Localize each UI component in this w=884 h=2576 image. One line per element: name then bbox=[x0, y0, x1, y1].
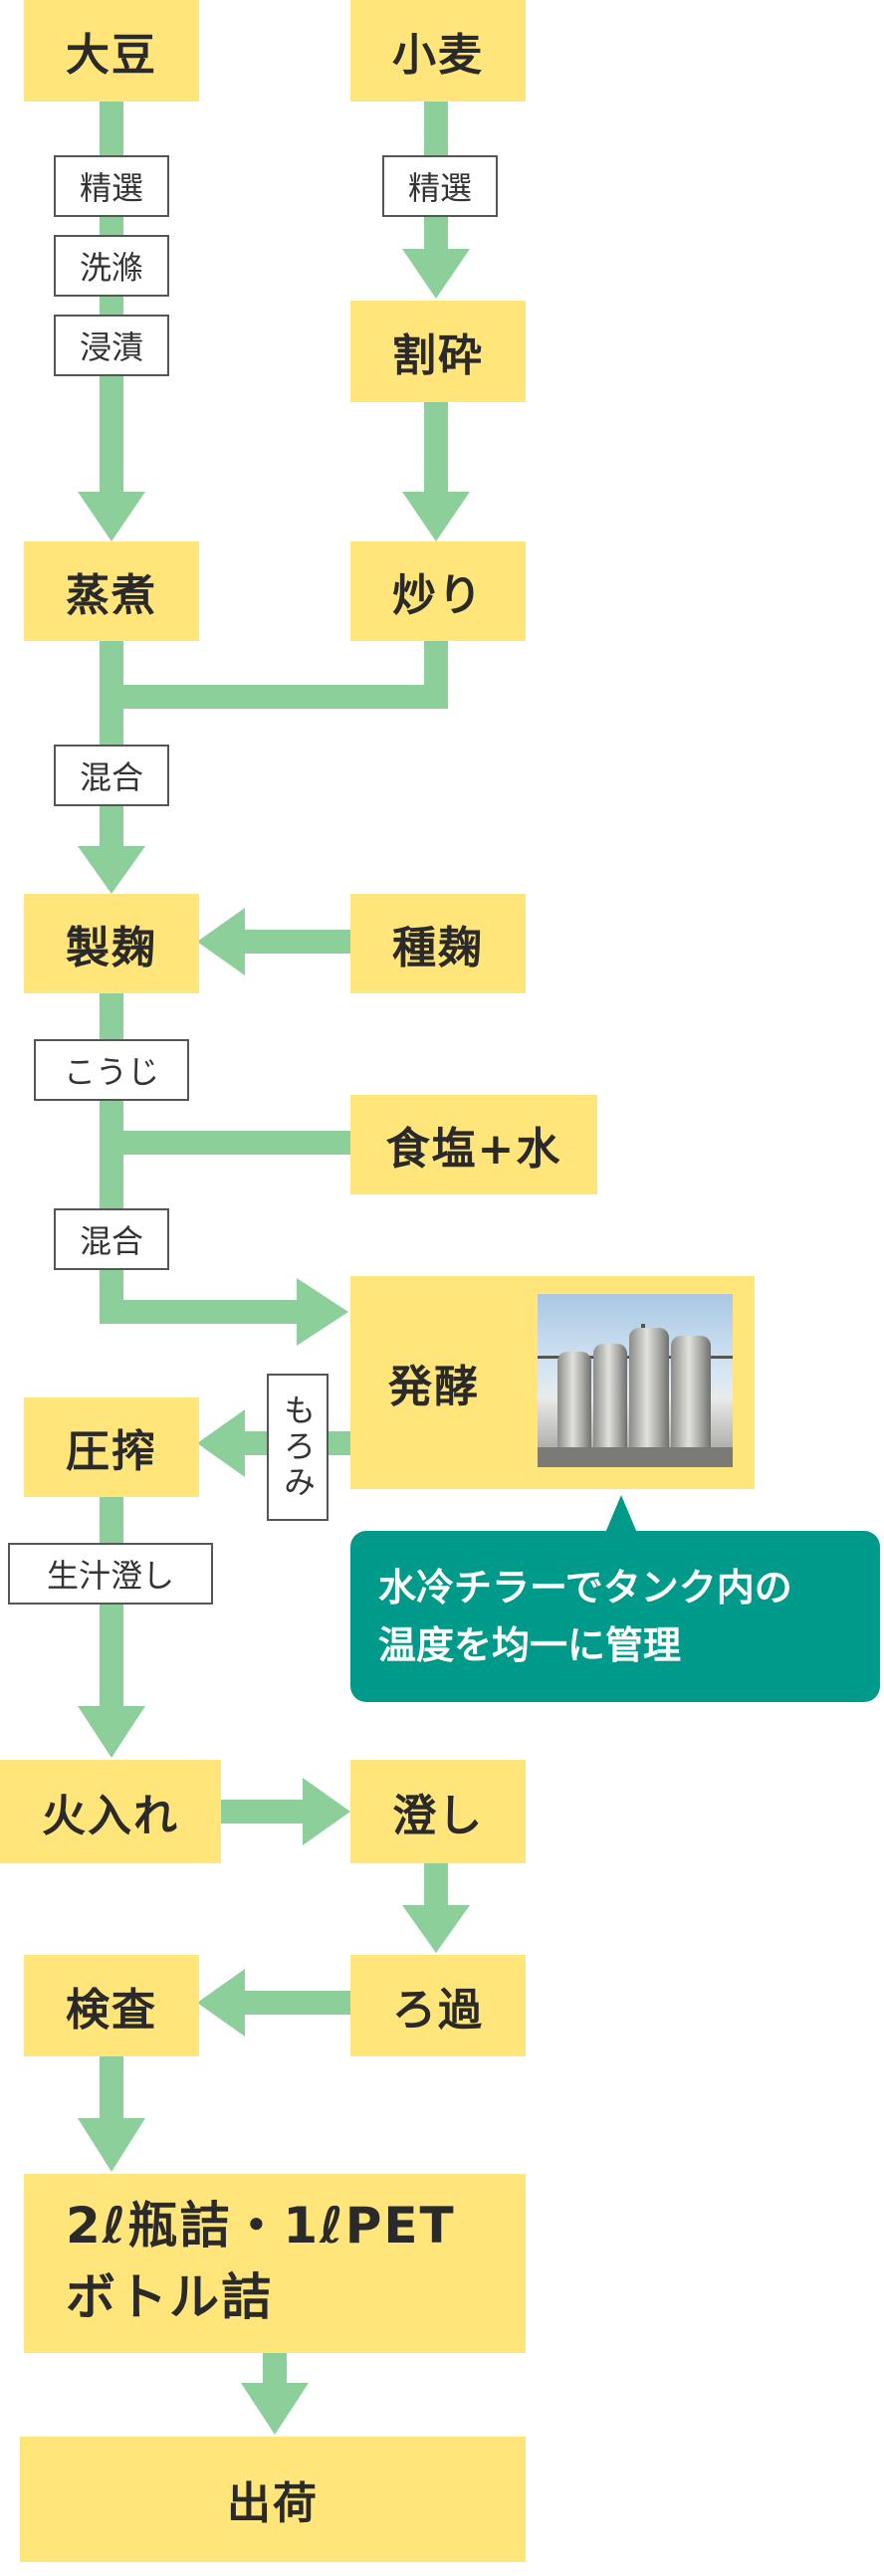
node-ferment-label: 発酵 bbox=[388, 1362, 480, 1412]
node-bottling: 2ℓ瓶詰・1ℓPET ボトル詰 bbox=[24, 2174, 526, 2353]
photo-ground bbox=[538, 1447, 733, 1467]
label-koji: こうじ bbox=[34, 1039, 189, 1101]
cooling-callout: 水冷チラーでタンク内の 温度を均一に管理 bbox=[350, 1531, 880, 1702]
arrowhead-heat bbox=[78, 1706, 145, 1758]
callout-line-2: 温度を均一に管理 bbox=[378, 1623, 682, 1667]
arrowhead-filter bbox=[402, 1905, 470, 1953]
photo-tank-1 bbox=[557, 1352, 591, 1447]
node-clarify: 澄し bbox=[350, 1760, 526, 1863]
label-moromi: もろみ bbox=[267, 1374, 329, 1521]
arrowhead-clarify bbox=[303, 1778, 350, 1845]
label-wash: 洗滌 bbox=[54, 235, 169, 297]
node-bottling-line1: 2ℓ瓶詰・1ℓPET bbox=[66, 2197, 456, 2254]
node-koji-make: 製麹 bbox=[24, 894, 199, 993]
fermentation-tanks-photo bbox=[538, 1294, 733, 1467]
photo-tank-3 bbox=[629, 1328, 669, 1447]
node-heat: 火入れ bbox=[0, 1760, 221, 1863]
arrowhead-roast bbox=[402, 492, 470, 541]
arrowhead-crush bbox=[402, 249, 470, 299]
node-filter: ろ過 bbox=[350, 1955, 526, 2056]
arrowhead-steam bbox=[78, 492, 145, 541]
callout-line-1: 水冷チラーでタンク内の bbox=[378, 1566, 792, 1610]
node-ship: 出荷 bbox=[20, 2437, 526, 2562]
label-raw-clarify: 生汁澄し bbox=[8, 1543, 213, 1605]
arrowhead-press bbox=[197, 1409, 245, 1477]
node-press: 圧搾 bbox=[24, 1397, 199, 1497]
label-select-wheat: 精選 bbox=[382, 155, 498, 217]
node-salt-water: 食塩+水 bbox=[350, 1095, 597, 1194]
node-crush: 割砕 bbox=[350, 301, 526, 402]
arrowhead-inspect bbox=[197, 1969, 245, 2037]
node-soybean: 大豆 bbox=[24, 0, 199, 102]
node-roast: 炒り bbox=[350, 541, 526, 641]
arrowhead-ship bbox=[241, 2383, 309, 2435]
label-mix-2: 混合 bbox=[54, 1208, 169, 1270]
arrowhead-bottle bbox=[78, 2118, 145, 2172]
arrowhead-seedkoji bbox=[197, 908, 245, 975]
node-seed-koji: 種麹 bbox=[350, 894, 526, 993]
label-select-soy: 精選 bbox=[54, 155, 169, 217]
callout-pointer bbox=[605, 1495, 637, 1533]
arrowhead-ferment bbox=[297, 1278, 348, 1346]
label-soak: 浸漬 bbox=[54, 315, 169, 376]
label-mix-1: 混合 bbox=[54, 745, 169, 806]
node-inspect: 検査 bbox=[24, 1955, 199, 2056]
node-wheat: 小麦 bbox=[350, 0, 526, 102]
photo-tank-4 bbox=[671, 1336, 711, 1447]
node-bottling-line2: ボトル詰 bbox=[66, 2268, 273, 2326]
photo-tank-2 bbox=[593, 1344, 627, 1447]
node-steam: 蒸煮 bbox=[24, 541, 199, 641]
arrowhead-koji-make bbox=[78, 846, 145, 894]
connector-roast-join bbox=[111, 641, 448, 709]
